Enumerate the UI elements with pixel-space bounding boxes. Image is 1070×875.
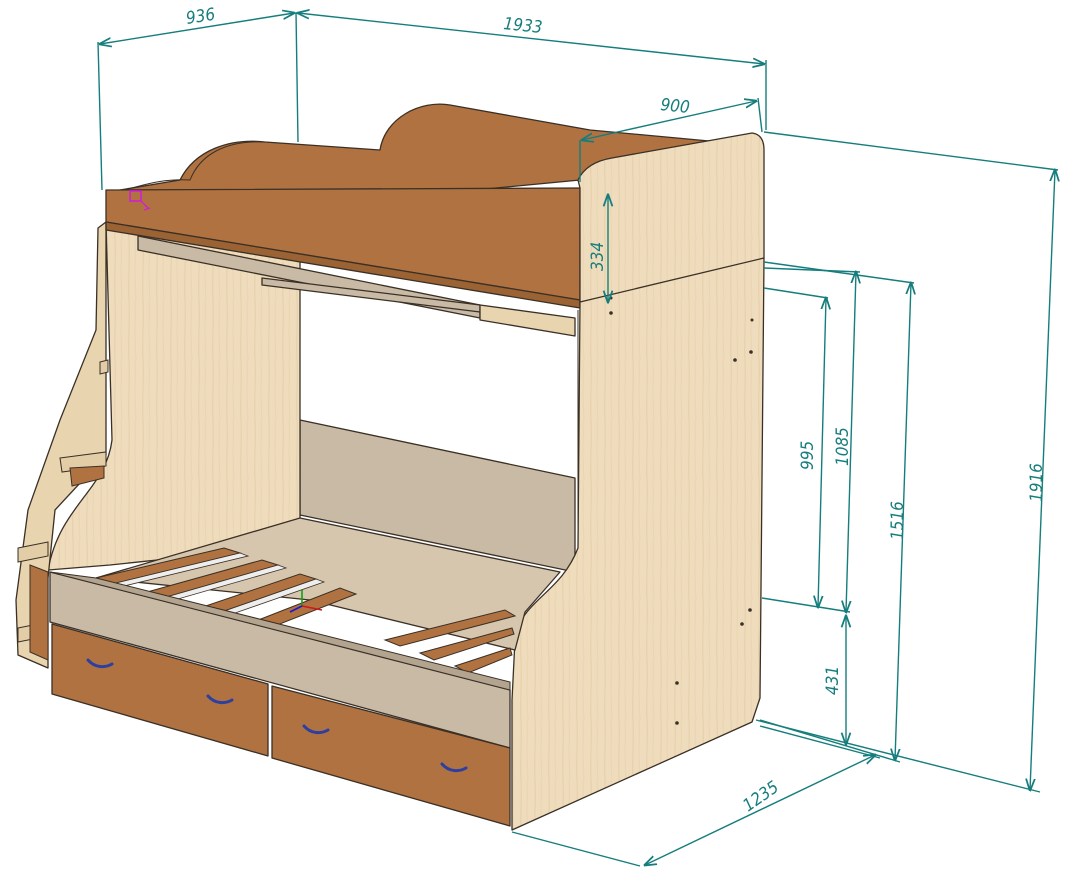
axis-triad-icon	[289, 590, 323, 613]
dimension-1916: 1916	[1027, 463, 1047, 502]
dimension-1516: 1516	[888, 501, 908, 540]
drawer-handle	[86, 658, 114, 669]
upper-bunk	[105, 103, 765, 337]
right-end-frame	[511, 257, 765, 831]
dimension-900: 900	[659, 95, 690, 118]
left-end-frame	[15, 221, 301, 669]
drawer-handle	[206, 694, 234, 705]
dimension-1933: 1933	[502, 14, 543, 38]
selection-marker-icon	[129, 190, 151, 211]
dimension-936: 936	[185, 5, 217, 29]
dimension-431: 431	[823, 666, 843, 695]
dimension-lines	[97, 12, 1058, 866]
drawer-handle	[302, 724, 330, 735]
drawer-right	[271, 685, 511, 827]
drawer-handle	[440, 762, 468, 773]
dimension-334: 334	[588, 242, 608, 271]
dimension-1085: 1085	[833, 427, 853, 466]
dimension-995: 995	[798, 441, 818, 470]
drawer-left	[51, 623, 269, 757]
lower-bed	[49, 517, 561, 749]
dimension-1235: 1235	[739, 777, 782, 816]
